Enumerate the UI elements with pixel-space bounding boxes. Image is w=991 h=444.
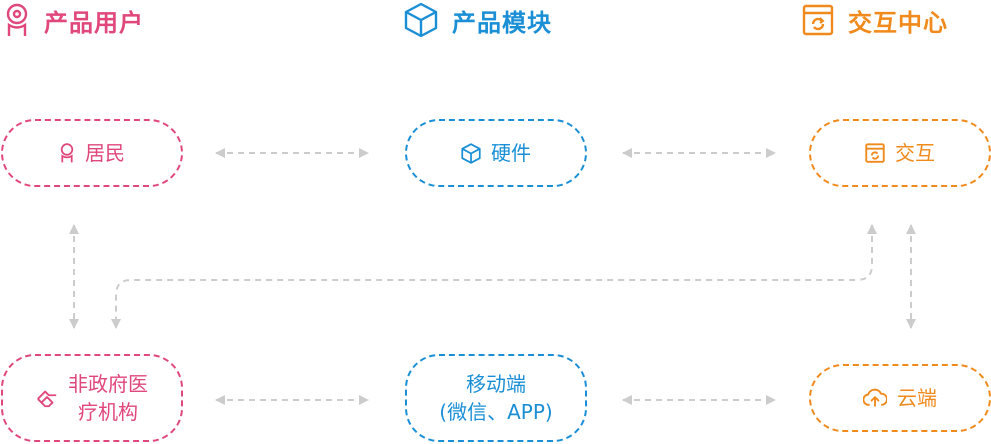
node-label-line2: (微信、APP) [439, 400, 553, 424]
node-label: 移动端 (微信、APP) [439, 370, 552, 426]
link-interaction-ngo [111, 224, 877, 329]
cube-icon [461, 142, 481, 164]
window-refresh-icon [802, 4, 834, 36]
cloud-upload-icon [863, 388, 887, 408]
header-product-users: 产品用户 [4, 0, 144, 40]
node-mobile: 移动端 (微信、APP) [405, 354, 587, 442]
node-label: 居民 [85, 141, 125, 165]
node-label: 云端 [897, 386, 937, 410]
node-resident: 居民 [1, 119, 183, 187]
node-label: 非政府医 疗机构 [68, 370, 148, 426]
node-interaction: 交互 [809, 119, 991, 187]
header-label: 产品模块 [452, 8, 552, 37]
node-hardware: 硬件 [405, 119, 587, 187]
node-label-line1: 非政府医 [68, 372, 148, 396]
window-refresh-icon [865, 143, 885, 163]
handshake-icon [36, 387, 58, 409]
header-label: 交互中心 [848, 8, 948, 37]
node-label-line1: 移动端 [465, 372, 526, 396]
node-label-line2: 疗机构 [78, 400, 138, 424]
node-label: 交互 [895, 141, 935, 165]
header-interaction-center: 交互中心 [802, 0, 948, 40]
header-label: 产品用户 [44, 8, 144, 37]
cube-icon [404, 2, 438, 38]
header-product-modules: 产品模块 [404, 0, 552, 40]
user-icon [59, 143, 75, 163]
node-cloud: 云端 [809, 364, 991, 432]
node-label: 硬件 [491, 141, 531, 165]
node-ngo-medical: 非政府医 疗机构 [1, 354, 183, 442]
user-icon [4, 3, 30, 37]
